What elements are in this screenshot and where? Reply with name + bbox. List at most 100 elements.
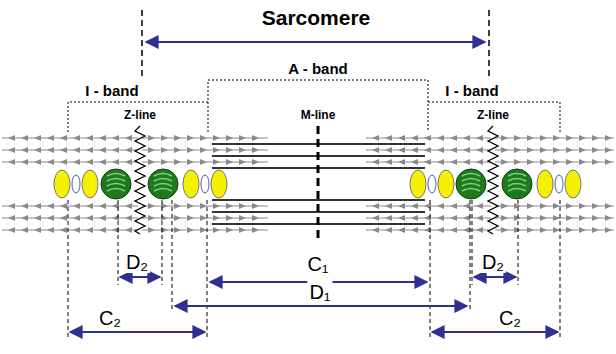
actin-head [385, 203, 392, 209]
thick-filament [212, 199, 425, 201]
line-label: Z-line [122, 109, 158, 122]
actin-head [501, 135, 508, 141]
actin-head [8, 135, 15, 141]
actin-head [125, 203, 132, 209]
actin-head [527, 227, 534, 233]
actin-head [437, 159, 444, 165]
actin-head [239, 147, 246, 153]
actin-head [187, 227, 194, 233]
actin-head [21, 215, 28, 221]
actin-head [239, 227, 246, 233]
actin-head [86, 215, 93, 221]
actin-head [424, 135, 431, 141]
actin-head [187, 159, 194, 165]
actin-head [252, 147, 259, 153]
dimension-label: C₁ [305, 253, 330, 275]
actin-head [239, 203, 246, 209]
actin-head [99, 159, 106, 165]
actin-head [213, 135, 220, 141]
actin-head [60, 203, 67, 209]
actin-head [60, 215, 67, 221]
actin-head [463, 227, 470, 233]
actin-head [200, 215, 207, 221]
actin-head [200, 147, 207, 153]
actin-head [252, 227, 259, 233]
actin-head [174, 203, 181, 209]
actin-head [8, 159, 15, 165]
actin-head [476, 227, 483, 233]
actin-head [86, 147, 93, 153]
actin-head [385, 159, 392, 165]
actin-head [540, 215, 547, 221]
actin-head [553, 203, 560, 209]
protein-stripe [154, 179, 172, 182]
actin-head [605, 147, 612, 153]
actin-head [34, 135, 41, 141]
actin-head [112, 135, 119, 141]
actin-head [553, 159, 560, 165]
actin-head [592, 135, 599, 141]
actin-head [21, 203, 28, 209]
actin-head [226, 147, 233, 153]
actin-head [86, 227, 93, 233]
line-label: M-line [299, 109, 338, 122]
dimension-label: D₁ [307, 281, 332, 303]
actin-head [21, 147, 28, 153]
actin-head [450, 215, 457, 221]
actin-head [8, 215, 15, 221]
actin-head [605, 135, 612, 141]
actin-head [239, 159, 246, 165]
actin-head [200, 203, 207, 209]
actin-head [73, 227, 80, 233]
protein-stripe [107, 174, 125, 177]
actin-head [592, 215, 599, 221]
actin-head [372, 147, 379, 153]
actin-head [527, 215, 534, 221]
protein-stripe [107, 189, 125, 192]
actin-head [411, 159, 418, 165]
actin-head [476, 203, 483, 209]
actin-head [592, 227, 599, 233]
actin-head [47, 215, 54, 221]
actin-head [579, 159, 586, 165]
actin-head [450, 159, 457, 165]
actin-head [174, 227, 181, 233]
actin-head [86, 135, 93, 141]
actin-head [527, 147, 534, 153]
actin-head [579, 215, 586, 221]
actin-head [398, 135, 405, 141]
actin-head [60, 159, 67, 165]
actin-head [226, 135, 233, 141]
dimension-label: D₂ [480, 251, 506, 273]
actin-head [540, 147, 547, 153]
actin-head [501, 203, 508, 209]
actin-head [411, 147, 418, 153]
actin-head [579, 135, 586, 141]
actin-head [161, 159, 168, 165]
protein-stripe [462, 184, 480, 187]
actin-head [372, 135, 379, 141]
actin-head [437, 227, 444, 233]
actin-head [125, 135, 132, 141]
line-label: Z-line [475, 109, 511, 122]
band-label: I - band [443, 83, 500, 100]
actin-head [148, 227, 155, 233]
band-label: I - band [83, 83, 140, 100]
actin-head [437, 215, 444, 221]
actin-head [553, 215, 560, 221]
actin-head [605, 227, 612, 233]
actin-head [213, 159, 220, 165]
actin-head [385, 215, 392, 221]
actin-head [605, 215, 612, 221]
actin-head [226, 159, 233, 165]
dimension-label: C₂ [97, 307, 123, 329]
actin-head [213, 203, 220, 209]
actin-head [553, 147, 560, 153]
actin-head [187, 215, 194, 221]
actin-head [385, 135, 392, 141]
actin-head [605, 159, 612, 165]
actin-head [592, 203, 599, 209]
actin-head [187, 203, 194, 209]
protein-stripe [154, 174, 172, 177]
actin-head [398, 203, 405, 209]
